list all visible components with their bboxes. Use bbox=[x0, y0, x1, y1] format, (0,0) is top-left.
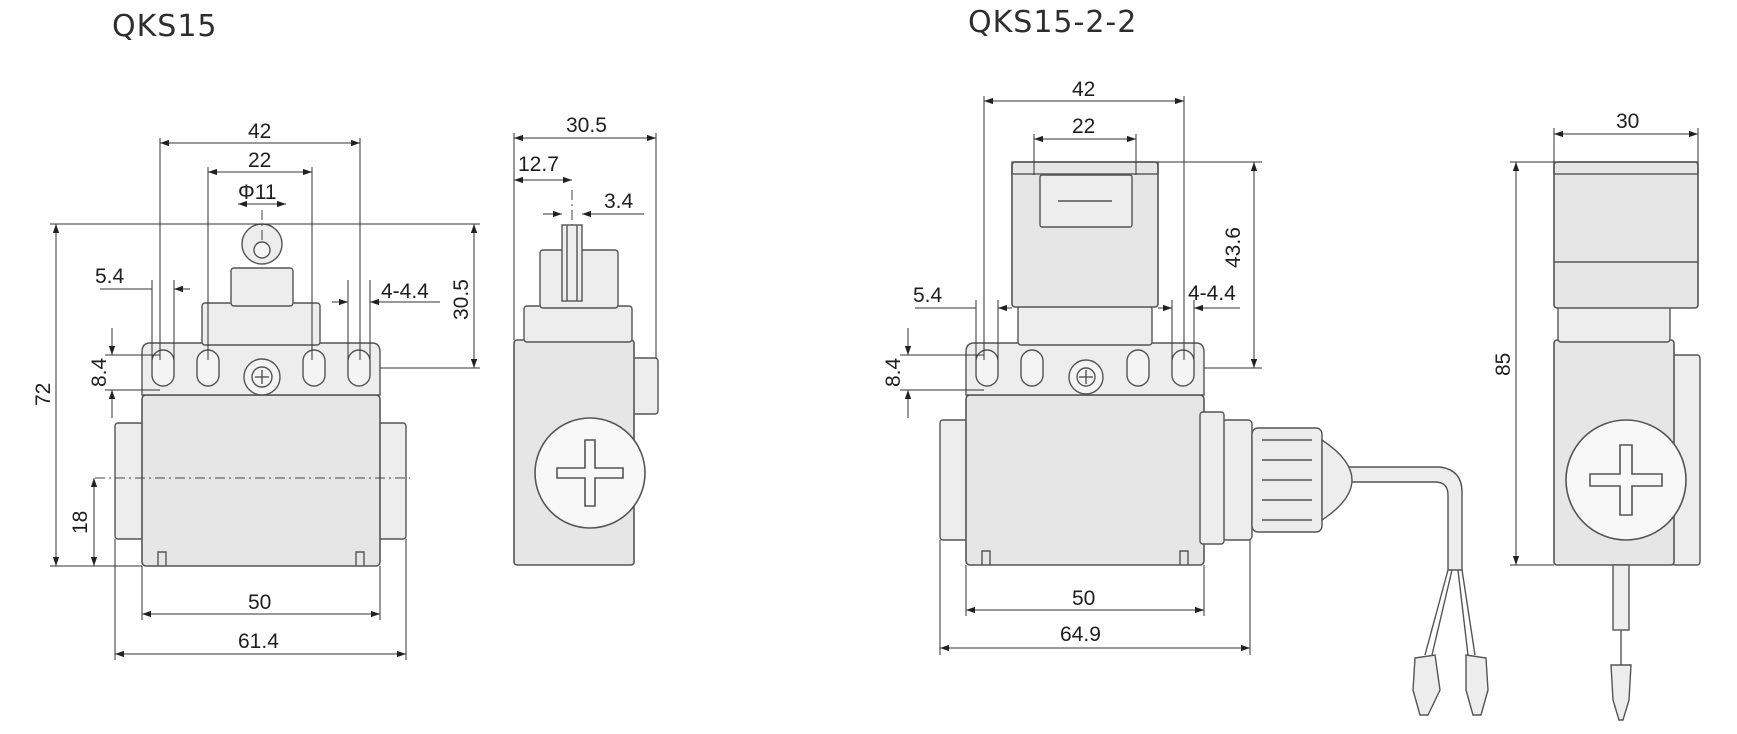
dim-4-4-4: 4-4.4 bbox=[381, 280, 429, 303]
dim-85: 85 bbox=[1492, 353, 1515, 376]
front-view-qks15 bbox=[95, 210, 410, 567]
dim-3-4: 3.4 bbox=[604, 190, 634, 213]
side-view-dimensions: 30.5 12.7 3.4 bbox=[513, 114, 657, 358]
dim-42: 42 bbox=[248, 120, 271, 143]
dim-30-5-width: 30.5 bbox=[566, 114, 607, 137]
front-view-qks15-2-2 bbox=[939, 161, 1489, 716]
dim-30: 30 bbox=[1616, 110, 1639, 133]
dim-22-b: 22 bbox=[1072, 115, 1095, 138]
dim-61-4: 61.4 bbox=[238, 630, 279, 653]
dim-12-7: 12.7 bbox=[518, 153, 559, 176]
dim-43-6: 43.6 bbox=[1222, 227, 1245, 268]
side-view-qks15-2-2 bbox=[1553, 161, 1701, 721]
dim-30-5-height: 30.5 bbox=[450, 279, 473, 320]
dim-64-9: 64.9 bbox=[1060, 623, 1101, 646]
dim-72: 72 bbox=[32, 383, 55, 406]
dim-22: 22 bbox=[248, 149, 271, 172]
dim-50-b: 50 bbox=[1072, 587, 1095, 610]
dim-8-4: 8.4 bbox=[88, 357, 111, 387]
front-view-2-dimensions: 42 22 43.6 5.4 4-4.4 8.4 50 bbox=[882, 78, 1262, 655]
dim-4-4-4-b: 4-4.4 bbox=[1188, 282, 1236, 305]
dim-50: 50 bbox=[248, 591, 271, 614]
dim-8-4-b: 8.4 bbox=[882, 357, 905, 387]
dim-5-4-b: 5.4 bbox=[913, 284, 943, 307]
dim-18: 18 bbox=[69, 511, 92, 534]
dim-5-4: 5.4 bbox=[95, 265, 125, 288]
side-view-2-dimensions: 30 85 bbox=[1492, 110, 1699, 566]
dim-42-b: 42 bbox=[1072, 78, 1095, 101]
front-view-dimensions: 42 22 Φ11 5.4 4-4.4 8.4 72 30.5 bbox=[32, 120, 480, 660]
title-right: QKS15-2-2 bbox=[968, 5, 1137, 40]
title-left: QKS15 bbox=[112, 9, 218, 44]
dim-phi11: Φ11 bbox=[238, 181, 277, 204]
side-view-qks15 bbox=[513, 190, 659, 566]
